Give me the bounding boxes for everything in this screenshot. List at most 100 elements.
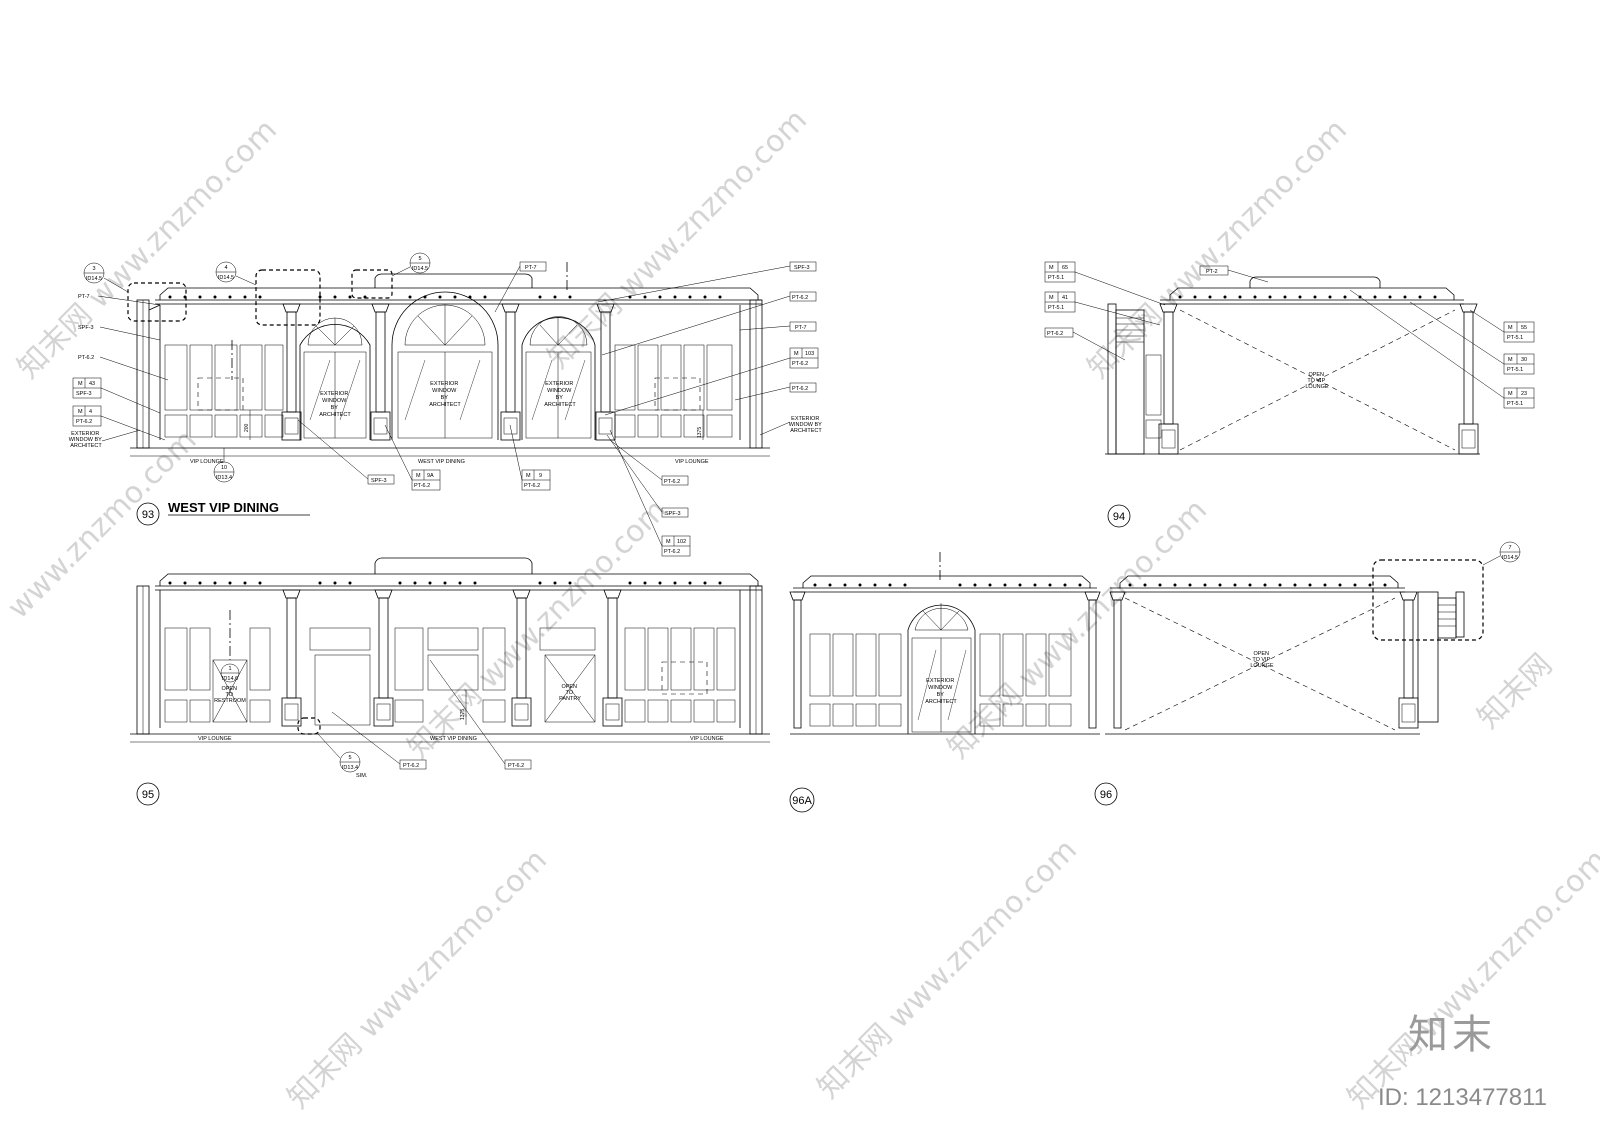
material-tag: M 103 PT-6.2 bbox=[604, 347, 819, 416]
material-label: PT-6.2 bbox=[792, 386, 808, 392]
material-label: SPF-3 bbox=[78, 325, 94, 331]
arched-window bbox=[391, 291, 499, 440]
dentils bbox=[168, 295, 722, 299]
material-tag: M 4 PT-6.2 bbox=[72, 405, 166, 441]
window-note: EXTERIOR WINDOW BY ARCHITECT bbox=[429, 381, 461, 408]
wall-panels-left bbox=[809, 633, 902, 727]
svg-text:ID14.5: ID14.5 bbox=[218, 275, 234, 281]
material-label: PT-7 bbox=[78, 294, 90, 300]
dimension: 1375 bbox=[697, 427, 703, 438]
material-label: SPF-3 bbox=[794, 265, 810, 271]
arched-window bbox=[521, 316, 596, 440]
watermark-text: www.znzmo.com bbox=[1, 423, 204, 626]
svg-text:PT-5.1: PT-5.1 bbox=[1507, 401, 1523, 407]
watermark-text: 知末网 www.znzmo.com bbox=[941, 493, 1214, 766]
detail-callout: 3 ID14.5 bbox=[83, 262, 129, 293]
svg-text:43: 43 bbox=[89, 381, 95, 387]
wall-panels-left bbox=[164, 627, 271, 723]
svg-text:PT-6.2: PT-6.2 bbox=[792, 361, 808, 367]
watermark-text: 知末网 bbox=[1471, 647, 1559, 735]
svg-text:30: 30 bbox=[1521, 357, 1527, 363]
note: OPEN TO VIP LOUNGE bbox=[1305, 372, 1329, 390]
material-label: PT-6.2 bbox=[78, 355, 94, 361]
detail-callout: 7 ID14.5 bbox=[1482, 541, 1521, 566]
arched-window bbox=[299, 317, 371, 440]
svg-text:102: 102 bbox=[677, 539, 686, 545]
material-tag: M 41 PT-5.1 bbox=[1044, 291, 1161, 326]
elevation-96: OPEN TO VIP LOUNGE 7 ID14.5 96 bbox=[1094, 541, 1521, 806]
room-label: VIP LOUNGE bbox=[675, 459, 709, 465]
elevation-94: OPEN TO VIP LOUNGE M 65 PT-5.1 M 41 PT-5… bbox=[1044, 261, 1535, 528]
drawing-number: 94 bbox=[1113, 511, 1125, 523]
svg-text:9: 9 bbox=[539, 473, 542, 479]
svg-text:M: M bbox=[416, 473, 421, 479]
svg-text:5: 5 bbox=[348, 755, 351, 761]
material-tag: M 23 PT-5.1 bbox=[1349, 289, 1535, 409]
svg-text:4: 4 bbox=[224, 265, 227, 271]
note: EXTERIOR WINDOW BY ARCHITECT bbox=[789, 416, 823, 434]
watermark-text: 知末网 www.znzmo.com bbox=[541, 103, 814, 376]
room-label: WEST VIP DINING bbox=[430, 736, 477, 742]
svg-text:PT-6.2: PT-6.2 bbox=[414, 483, 430, 489]
material-label: PT-2 bbox=[1206, 269, 1218, 275]
wall-panels-right bbox=[624, 627, 736, 723]
svg-text:23: 23 bbox=[1521, 391, 1527, 397]
note: OPEN TO RESTROOM bbox=[214, 686, 246, 704]
detail-callout: 4 ID14.5 bbox=[215, 261, 257, 286]
detail-callout: 10 ID13.4 bbox=[213, 448, 235, 483]
material-label: PT-6.2 bbox=[1047, 331, 1063, 337]
material-tag: M 55 PT-5.1 bbox=[1469, 309, 1535, 343]
cornice bbox=[159, 287, 759, 300]
svg-text:7: 7 bbox=[1508, 545, 1511, 551]
drawing-number: 95 bbox=[142, 789, 154, 801]
material-tag: M 9 PT-6.2 bbox=[509, 424, 551, 491]
svg-text:PT-6.2: PT-6.2 bbox=[524, 483, 540, 489]
arched-window bbox=[907, 603, 976, 734]
detail-callout: 5 ID14.5 bbox=[391, 252, 431, 277]
svg-text:PT-5.1: PT-5.1 bbox=[1048, 275, 1064, 281]
material-label: PT-6.2 bbox=[664, 479, 680, 485]
watermark-text: 知末网 www.znzmo.com bbox=[401, 493, 674, 766]
svg-text:M: M bbox=[1049, 295, 1054, 301]
svg-text:ID14.5: ID14.5 bbox=[86, 276, 102, 282]
svg-text:SIM.: SIM. bbox=[356, 773, 368, 779]
watermark-layer: 知末网 www.znzmo.com 知末网 www.znzmo.com 知末网 … bbox=[1, 103, 1600, 1116]
dimension: 200 bbox=[244, 423, 250, 432]
svg-text:55: 55 bbox=[1521, 325, 1527, 331]
drawing-title: WEST VIP DINING bbox=[168, 500, 279, 515]
brand-logo: 知末 bbox=[1408, 1012, 1496, 1058]
elevation-96a: EXTERIOR WINDOW BY ARCHITECT 96A bbox=[789, 552, 1101, 813]
svg-text:ID14.6: ID14.6 bbox=[222, 676, 238, 682]
svg-text:M: M bbox=[526, 473, 531, 479]
svg-text:1: 1 bbox=[228, 666, 231, 672]
svg-text:4: 4 bbox=[89, 409, 92, 415]
svg-text:65: 65 bbox=[1062, 265, 1068, 271]
columns bbox=[281, 303, 616, 441]
svg-text:ID14.5: ID14.5 bbox=[412, 266, 428, 272]
detail-callout: 5 ID13.4 SIM. bbox=[317, 733, 368, 779]
room-label: VIP LOUNGE bbox=[690, 736, 724, 742]
note: EXTERIOR WINDOW BY ARCHITECT bbox=[69, 431, 103, 449]
window-note: EXTERIOR WINDOW BY ARCHITECT bbox=[925, 678, 957, 705]
svg-text:M: M bbox=[1508, 357, 1513, 363]
svg-text:SPF-3: SPF-3 bbox=[76, 391, 92, 397]
svg-text:ID13.4: ID13.4 bbox=[216, 475, 232, 481]
wall-panels-right bbox=[614, 344, 733, 438]
svg-text:PT-6.2: PT-6.2 bbox=[76, 419, 92, 425]
svg-text:41: 41 bbox=[1062, 295, 1068, 301]
columns bbox=[281, 589, 623, 727]
svg-text:ID13.4: ID13.4 bbox=[342, 765, 358, 771]
watermark-text: 知末网 www.znzmo.com bbox=[1341, 843, 1600, 1116]
svg-text:103: 103 bbox=[805, 351, 814, 357]
window-note: EXTERIOR WINDOW BY ARCHITECT bbox=[544, 381, 576, 408]
svg-text:PT-5.1: PT-5.1 bbox=[1507, 367, 1523, 373]
id-text: ID: 1213477811 bbox=[1378, 1084, 1547, 1111]
wall-panels-right bbox=[979, 633, 1072, 727]
material-label: PT-6.2 bbox=[403, 763, 419, 769]
material-label: PT-7 bbox=[525, 265, 537, 271]
watermark-text: 知末网 www.znzmo.com bbox=[811, 833, 1084, 1106]
watermark-text: 知末网 www.znzmo.com bbox=[281, 843, 554, 1116]
svg-text:M: M bbox=[1508, 391, 1513, 397]
wall-panels-left bbox=[164, 344, 284, 438]
